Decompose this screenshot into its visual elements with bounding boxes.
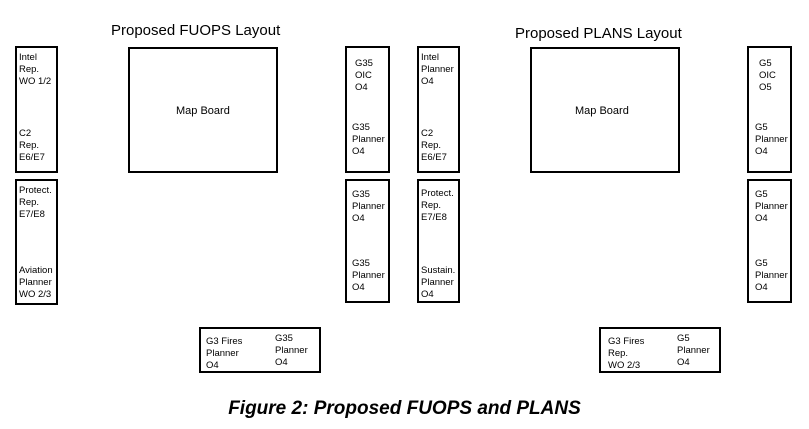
plans-bottom-desk: G3 Fires Rep. WO 2/3 G5 Planner O4	[599, 327, 721, 373]
plans-title: Proposed PLANS Layout	[515, 25, 682, 42]
plans-desk-g5-planner-4: G5 Planner O4	[677, 333, 710, 368]
fuops-desk-g35-oic: G35 OIC O4	[355, 58, 373, 93]
fuops-desk-g3-fires-planner: G3 Fires Planner O4	[206, 336, 243, 371]
plans-desk-sustain-planner: Sustain. Planner O4	[421, 265, 456, 300]
fuops-right-bottom-desk: G35 Planner O4 G35 Planner O4	[345, 179, 390, 303]
plans-map-board-label: Map Board	[575, 105, 629, 117]
fuops-desk-intel-rep: Intel Rep. WO 1/2	[19, 52, 52, 87]
fuops-left-top-desk: Intel Rep. WO 1/2 C2 Rep. E6/E7	[15, 46, 58, 173]
plans-desk-g5-planner-2: G5 Planner O4	[755, 189, 788, 224]
plans-map-board: Map Board	[530, 47, 680, 173]
fuops-left-bottom-desk: Protect. Rep. E7/E8 Aviation Planner WO …	[15, 179, 58, 305]
fuops-desk-c2-rep: C2 Rep. E6/E7	[19, 128, 45, 163]
fuops-desk-g35-planner-4: G35 Planner O4	[275, 333, 308, 368]
plans-desk-c2-rep: C2 Rep. E6/E7	[421, 128, 447, 163]
fuops-map-board-label: Map Board	[176, 105, 230, 117]
plans-left-top-desk: Intel Planner O4 C2 Rep. E6/E7	[417, 46, 460, 173]
plans-desk-intel-planner: Intel Planner O4	[421, 52, 454, 87]
fuops-right-top-desk: G35 OIC O4 G35 Planner O4	[345, 46, 390, 173]
fuops-desk-g35-planner-1: G35 Planner O4	[352, 122, 385, 157]
fuops-desk-aviation-planner: Aviation Planner WO 2/3	[19, 265, 53, 300]
fuops-desk-protect-rep: Protect. Rep. E7/E8	[19, 185, 52, 220]
fuops-bottom-desk: G3 Fires Planner O4 G35 Planner O4	[199, 327, 321, 373]
fuops-map-board: Map Board	[128, 47, 278, 173]
plans-right-top-desk: G5 OIC O5 G5 Planner O4	[747, 46, 792, 173]
fuops-desk-g35-planner-3: G35 Planner O4	[352, 258, 385, 293]
plans-desk-g3-fires-rep: G3 Fires Rep. WO 2/3	[608, 336, 645, 371]
plans-desk-g5-planner-1: G5 Planner O4	[755, 122, 788, 157]
plans-right-bottom-desk: G5 Planner O4 G5 Planner O4	[747, 179, 792, 303]
plans-desk-g5-oic: G5 OIC O5	[759, 58, 776, 93]
fuops-desk-g35-planner-2: G35 Planner O4	[352, 189, 385, 224]
plans-desk-protect-rep: Protect. Rep. E7/E8	[421, 188, 454, 223]
plans-desk-g5-planner-3: G5 Planner O4	[755, 258, 788, 293]
plans-left-bottom-desk: Protect. Rep. E7/E8 Sustain. Planner O4	[417, 179, 460, 303]
fuops-title: Proposed FUOPS Layout	[111, 22, 281, 39]
figure-caption: Figure 2: Proposed FUOPS and PLANS	[228, 398, 581, 419]
